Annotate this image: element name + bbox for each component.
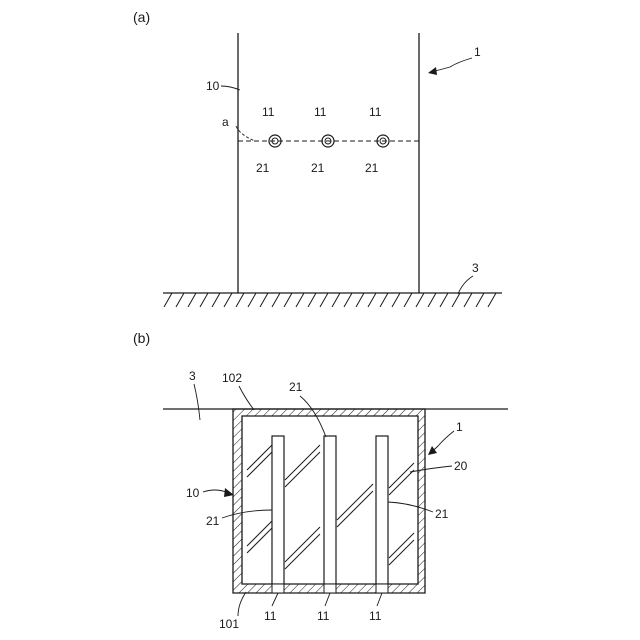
assembly-arrowhead-b: [428, 446, 437, 455]
assembly-arrowhead-a: [428, 67, 437, 75]
opening-label-3: 11: [369, 105, 382, 119]
ground-label-b: 3: [189, 369, 196, 383]
opening-b-leader-3: [377, 593, 382, 606]
top-wall-label: 102: [222, 371, 242, 385]
line-a-label: a: [222, 115, 229, 129]
ground-leader-b: [194, 384, 200, 420]
rod-label-left: 21: [206, 514, 220, 528]
opening-b-label-2: 11: [317, 609, 330, 623]
fill-leader: [410, 466, 452, 472]
opening-b-label-1: 11: [264, 609, 277, 623]
rod-label-3: 21: [365, 161, 379, 175]
wall-leader-b: [203, 490, 226, 492]
panel-label-a: (a): [133, 9, 150, 25]
figure-a: (a): [133, 9, 502, 307]
assembly-leader-b: [431, 431, 454, 452]
figure-b: (b) 3: [133, 330, 508, 631]
ground-hatching: [164, 293, 496, 307]
opening-b-1: [272, 584, 284, 593]
line-a-leader: [236, 126, 255, 141]
rod-left-leader: [222, 510, 272, 518]
ground-label-a: 3: [472, 261, 479, 275]
wall-label-b: 10: [186, 486, 200, 500]
opening-b-3: [376, 584, 388, 593]
ground-leader-a: [458, 276, 473, 294]
rod-right: [376, 436, 388, 584]
rod-left: [272, 436, 284, 584]
opening-label-1: 11: [262, 105, 275, 119]
bottom-wall-leader: [238, 592, 246, 616]
rod-label-1: 21: [256, 161, 270, 175]
opening-b-label-3: 11: [369, 609, 382, 623]
assembly-label-a: 1: [474, 45, 481, 59]
opening-b-leader-1: [272, 593, 278, 606]
panel-label-b: (b): [133, 330, 150, 346]
bottom-wall-label: 101: [219, 617, 239, 631]
assembly-label-b: 1: [456, 420, 463, 434]
opening-b-2: [324, 584, 336, 593]
rod-label-2: 21: [311, 161, 325, 175]
opening-b-leader-2: [325, 593, 330, 606]
rod-right-leader: [388, 502, 433, 512]
wall-leader-a: [221, 86, 240, 90]
wall-label-a: 10: [206, 79, 220, 93]
rod-label-right: 21: [435, 507, 449, 521]
fill-label: 20: [454, 459, 468, 473]
top-wall-leader: [239, 386, 254, 410]
rod-middle: [324, 436, 336, 584]
opening-label-2: 11: [314, 105, 327, 119]
rod-label-top: 21: [289, 380, 303, 394]
